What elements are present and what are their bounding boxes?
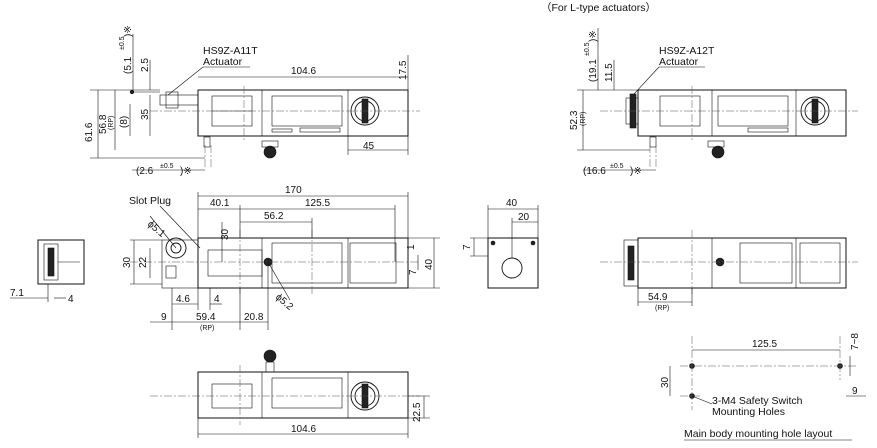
svg-text:1: 1	[406, 244, 417, 250]
svg-text:±0.5: ±0.5	[119, 36, 126, 50]
svg-text:(RP): (RP)	[108, 116, 115, 130]
svg-text:ϕ5.1: ϕ5.1	[145, 219, 167, 240]
svg-text:40: 40	[424, 258, 435, 270]
svg-text:(5.1: (5.1	[123, 56, 134, 74]
svg-text:(RP): (RP)	[200, 325, 214, 332]
svg-text:4: 4	[68, 294, 74, 305]
svg-text:Actuator: Actuator	[659, 56, 699, 68]
svg-text:7.1: 7.1	[10, 288, 24, 299]
right-end-view: 40 20 7	[462, 198, 539, 289]
svg-text:22.5: 22.5	[412, 402, 423, 422]
svg-text:30: 30	[220, 228, 231, 240]
svg-text:17.5: 17.5	[398, 60, 409, 80]
svg-text:7: 7	[408, 269, 419, 275]
svg-text:40.1: 40.1	[210, 198, 230, 209]
svg-text:20: 20	[518, 212, 530, 223]
svg-text:59.4: 59.4	[196, 312, 216, 323]
svg-text:9: 9	[852, 386, 858, 397]
top-view: 104.6 17.5 45 61.6 56.8 (RP) (8) 35 2.5 …	[84, 25, 420, 177]
svg-text:56.2: 56.2	[264, 211, 284, 222]
svg-text:104.6: 104.6	[291, 66, 316, 77]
bottom-view: 104.6 22.5	[150, 349, 430, 438]
mounting-hole-note-1: 3-M4 Safety Switch	[712, 395, 803, 407]
svg-text:30: 30	[122, 256, 133, 268]
svg-text:4: 4	[214, 294, 220, 305]
actuator-label-a12t: HS9Z-A12T	[659, 45, 715, 57]
svg-text:35: 35	[140, 108, 151, 120]
svg-text:)※: )※	[123, 25, 134, 37]
svg-text:52.3: 52.3	[569, 110, 580, 130]
svg-text:45: 45	[363, 141, 375, 152]
svg-text:20.8: 20.8	[244, 312, 264, 323]
svg-text:54.9: 54.9	[648, 292, 668, 303]
svg-text:170: 170	[285, 185, 302, 196]
front-view-l: 54.9 (RP)	[600, 230, 858, 312]
svg-text:(RP): (RP)	[580, 112, 587, 126]
left-end-view: 7.1 4	[10, 239, 85, 305]
hole-layout-caption: Main body mounting hole layout	[684, 428, 832, 440]
svg-text:ϕ5.2: ϕ5.2	[273, 292, 295, 313]
svg-text:56.8: 56.8	[98, 114, 109, 134]
front-view: 170 40.1 125.5 56.2 30 Slot Plug ϕ5.1 30…	[122, 185, 440, 332]
svg-text:40: 40	[506, 198, 518, 209]
svg-text:±0.5: ±0.5	[584, 42, 591, 56]
slot-plug-label: Slot Plug	[129, 195, 171, 207]
svg-text:7~8: 7~8	[850, 333, 861, 350]
svg-text:(RP): (RP)	[655, 305, 669, 312]
svg-text:125.5: 125.5	[752, 339, 777, 350]
svg-text:(8): (8)	[119, 116, 130, 128]
svg-text:±0.5: ±0.5	[160, 163, 174, 170]
actuator-label-a11t: HS9Z-A11T	[203, 45, 258, 57]
svg-text:11.5: 11.5	[604, 63, 615, 82]
svg-text:7: 7	[462, 244, 473, 250]
svg-text:125.5: 125.5	[305, 198, 330, 209]
svg-text:30: 30	[660, 376, 671, 388]
svg-text:4.6: 4.6	[176, 294, 190, 305]
svg-text:(2.6: (2.6	[136, 166, 154, 177]
svg-text:61.6: 61.6	[84, 122, 95, 142]
svg-text:(19.1: (19.1	[588, 59, 599, 82]
svg-text:(16.6: (16.6	[583, 166, 606, 177]
svg-text:104.6: 104.6	[291, 424, 316, 435]
svg-text:Actuator: Actuator	[203, 56, 243, 68]
mounting-hole-note-2: Mounting Holes	[712, 406, 785, 418]
top-view-l: 52.3 (RP) 11.5 (19.1 ±0.5 )※ HS9Z-A12T A…	[569, 28, 858, 177]
svg-text:)※: )※	[630, 166, 642, 177]
svg-text:9: 9	[161, 312, 167, 323]
svg-text:2.5: 2.5	[140, 58, 151, 72]
top-view-body	[197, 89, 409, 137]
svg-text:22: 22	[138, 256, 149, 268]
svg-text:)※: )※	[588, 30, 599, 42]
hole-layout: 125.5 30 7~8 9 3-M4 Safety Switch Mounti…	[660, 333, 866, 441]
svg-text:±0.5: ±0.5	[610, 163, 624, 170]
l-type-note: （For L-type actuators）	[541, 2, 656, 14]
svg-text:)※: )※	[180, 166, 192, 177]
